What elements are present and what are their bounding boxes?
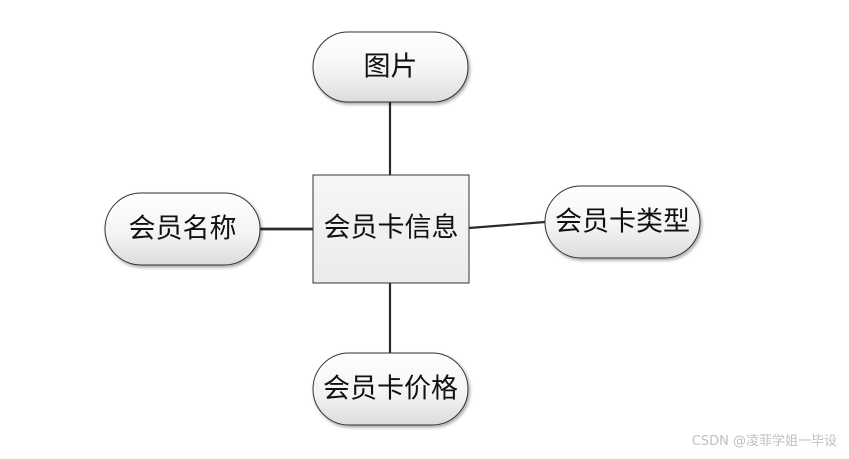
attribute-node-top xyxy=(312,31,469,103)
watermark-text: CSDN @凌菲学姐一毕设 xyxy=(691,434,837,449)
entity-node-center xyxy=(312,174,470,284)
attribute-node-right xyxy=(544,185,701,259)
connector-right xyxy=(468,220,546,230)
attribute-label-right: 会员卡类型 xyxy=(555,207,690,238)
attribute-node-left xyxy=(104,192,261,266)
attribute-node-bottom xyxy=(312,352,469,426)
attribute-label-left: 会员名称 xyxy=(129,214,237,245)
entity-label-center: 会员卡信息 xyxy=(324,213,459,244)
attribute-label-top: 图片 xyxy=(364,52,418,83)
attribute-label-bottom: 会员卡价格 xyxy=(323,374,458,405)
